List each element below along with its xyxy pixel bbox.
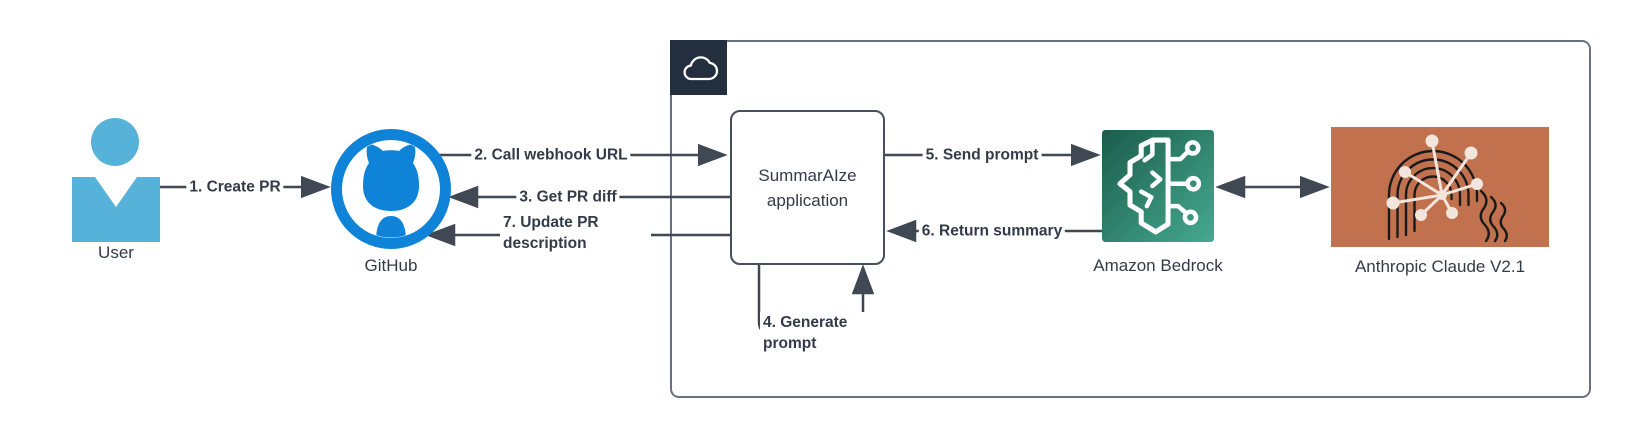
github-octocat-icon <box>331 129 451 249</box>
aws-cloud-container <box>670 40 1591 398</box>
edge-label-update-pr-description: 7. Update PR description <box>500 212 651 254</box>
claude-label: Anthropic Claude V2.1 <box>1354 257 1526 276</box>
edge-label-send-prompt: 5. Send prompt <box>922 144 1042 166</box>
user-label: User <box>98 243 134 262</box>
edge-label-return-summary: 6. Return summary <box>918 220 1066 242</box>
edge-label-create-pr: 1. Create PR <box>186 176 284 198</box>
bedrock-label: Amazon Bedrock <box>1093 256 1223 275</box>
summaraize-application-label: SummarAIze application <box>758 165 857 210</box>
edge-label-generate-prompt: 4. Generate prompt <box>760 312 886 354</box>
head-network-icon <box>1331 127 1549 247</box>
github-label: GitHub <box>364 256 418 275</box>
edge-label-call-webhook: 2. Call webhook URL <box>471 144 631 166</box>
person-icon <box>72 118 160 242</box>
aws-cloud-icon <box>683 56 719 81</box>
edge-label-get-pr-diff: 3. Get PR diff <box>516 186 620 208</box>
summaraize-application-node: SummarAIze application <box>730 110 885 265</box>
brain-circuit-icon <box>1102 130 1214 242</box>
aws-cloud-badge <box>670 40 727 95</box>
